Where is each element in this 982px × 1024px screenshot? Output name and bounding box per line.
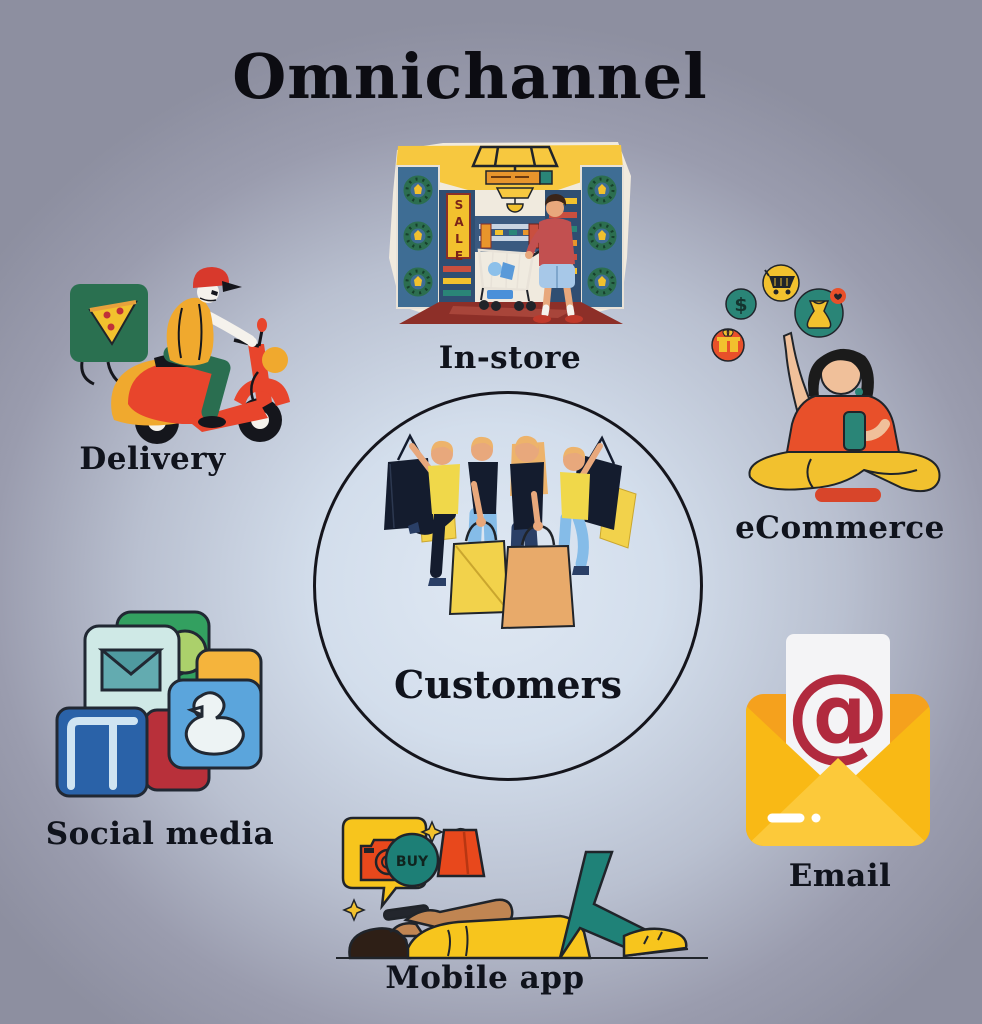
page-title: Omnichannel [232, 40, 708, 113]
shopping-cart [477, 246, 546, 311]
customers-label: Customers [394, 662, 622, 707]
at-symbol: @ [786, 651, 890, 773]
t-app-icon [55, 706, 149, 798]
ecommerce-label: eCommerce [735, 510, 945, 546]
black-bag-left [384, 433, 434, 530]
social-media-label: Social media [45, 816, 275, 852]
tan-bag-front [500, 521, 576, 630]
wreath-decorations [403, 175, 617, 297]
dollar-icon: $ [725, 288, 757, 320]
customers-illustration [384, 433, 637, 630]
sparkle-icon [342, 898, 366, 922]
email-illustration: @ [746, 634, 930, 846]
customer-4 [554, 443, 603, 589]
gift-icon [711, 328, 745, 362]
customers-circle: Customers [313, 391, 703, 781]
dress-icon [794, 288, 846, 338]
in-store-label: In-store [438, 340, 582, 376]
email-label: Email [788, 858, 892, 894]
ceiling-light [471, 145, 559, 171]
buy-badge: BUY [384, 832, 440, 888]
sparkle-icon [420, 820, 444, 844]
in-store-illustration [389, 142, 631, 324]
ecommerce-woman [748, 331, 941, 502]
sale-sign-board [446, 193, 471, 259]
sale-sign-text: SALE [452, 198, 466, 266]
shopping-bag-icon [436, 828, 486, 878]
cart-icon [762, 264, 800, 302]
customer-1 [408, 440, 460, 586]
pizza-box [70, 284, 148, 396]
svg-text:BUY: BUY [396, 854, 429, 870]
mobile-app-illustration: BUY [336, 816, 708, 960]
delivery-rider [163, 267, 257, 428]
ecommerce-illustration: $ [711, 264, 941, 502]
mobile-user-figure [336, 850, 708, 960]
letter-paper [786, 634, 890, 786]
mobile-app-label: Mobile app [385, 960, 585, 996]
svg-text:$: $ [734, 294, 747, 316]
delivery-illustration [70, 267, 290, 444]
shopper-figure [525, 194, 583, 323]
delivery-label: Delivery [79, 441, 226, 477]
social-media-illustration [55, 610, 263, 798]
